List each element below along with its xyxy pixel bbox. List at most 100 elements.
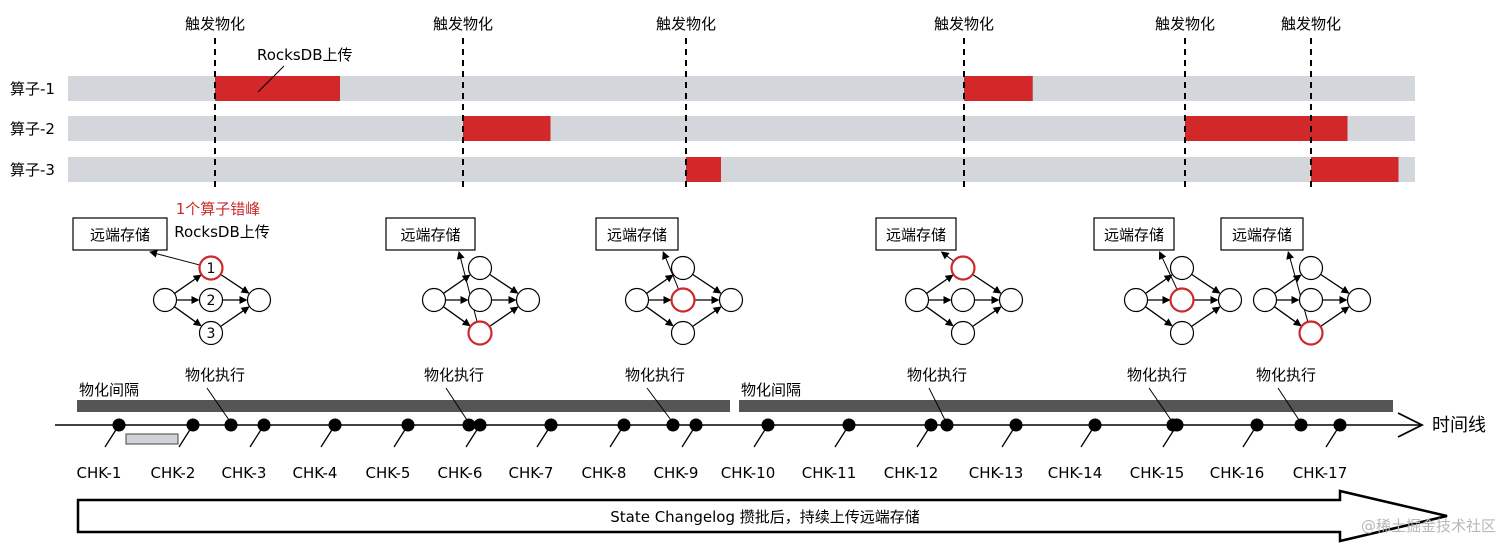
dag-node	[718, 287, 744, 313]
materialization-exec-pointer	[928, 387, 946, 421]
materialization-exec-pointer	[1148, 387, 1172, 421]
dag-diagrams: 1个算子错峰RocksDB上传远端存储123远端存储远端存储远端存储远端存储远端…	[72, 200, 1372, 346]
dag-edge	[925, 306, 954, 327]
operator-label: 算子-1	[10, 80, 55, 98]
checkpoint-label: CHK-9	[654, 464, 699, 482]
checkpoint-label: CHK-1	[77, 464, 122, 482]
dag-edge	[1144, 306, 1173, 327]
remote-storage-label: 远端存储	[886, 226, 946, 244]
timeline-label: 时间线	[1432, 415, 1486, 436]
upload-arrow	[940, 251, 955, 262]
dag-edge	[646, 274, 674, 294]
trigger-label: 触发物化	[185, 15, 245, 33]
remote-storage-label: 远端存储	[90, 226, 150, 244]
materialization-exec-dot	[666, 418, 680, 432]
stagger-note-upload: RocksDB上传	[174, 223, 270, 241]
checkpoint-label: CHK-12	[884, 464, 939, 482]
dag-node	[246, 287, 272, 313]
dag-node	[624, 287, 650, 313]
dag-node-highlighted	[1169, 287, 1195, 313]
upload-arrow	[149, 249, 201, 266]
dag-diagram: 远端存储	[875, 217, 1024, 346]
operator-track	[68, 157, 1415, 182]
dag-edge	[645, 306, 674, 327]
checkpoint-tick	[1325, 424, 1341, 448]
remote-storage-label: 远端存储	[607, 226, 667, 244]
upload-label: RocksDB上传	[257, 46, 353, 64]
checkpoint-label: CHK-15	[1130, 464, 1185, 482]
trigger-lines: 触发物化触发物化触发物化触发物化触发物化触发物化	[185, 15, 1341, 190]
checkpoint-tick	[249, 424, 265, 448]
dag-node-label: 1	[207, 261, 216, 277]
checkpoint-label: CHK-2	[151, 464, 196, 482]
remote-storage-box	[1220, 217, 1304, 251]
dag-node	[1252, 287, 1278, 313]
checkpoint-tick	[465, 424, 481, 448]
dag-node-label: 3	[207, 326, 216, 342]
operator-label: 算子-3	[10, 161, 55, 179]
dag-node	[904, 287, 930, 313]
materialization-exec-label: 物化执行	[424, 366, 484, 384]
checkpoint-label: CHK-17	[1293, 464, 1348, 482]
materialization-exec-pointer	[1277, 387, 1300, 421]
checkpoint-label: CHK-16	[1210, 464, 1265, 482]
dag-node	[1169, 255, 1195, 281]
checkpoint-label: CHK-4	[293, 464, 338, 482]
upload-pointer	[257, 65, 285, 93]
changelog-label: State Changelog 攒批后，持续上传远端存储	[610, 508, 920, 526]
dag-edge	[220, 306, 250, 328]
checkpoint-label: CHK-10	[721, 464, 776, 482]
materialization-exec-label: 物化执行	[625, 366, 685, 384]
dag-edge	[972, 273, 1002, 294]
rocksdb-upload-block	[215, 76, 340, 101]
checkpoint-tick	[536, 424, 552, 448]
dag-node	[421, 287, 447, 313]
dag-diagram: 远端存储	[1093, 217, 1243, 346]
dag-diagram: 远端存储	[385, 217, 541, 346]
materialization-exec-dot	[224, 418, 238, 432]
dag-diagram: 远端存储 1 2 3	[72, 217, 272, 346]
checkpoint-label: CHK-5	[366, 464, 411, 482]
dag-node	[950, 320, 976, 346]
checkpoint-tick	[753, 424, 769, 448]
dag-edge	[692, 306, 722, 328]
dag-node-highlighted	[670, 287, 696, 313]
trigger-label: 触发物化	[1281, 15, 1341, 33]
dag-node	[467, 255, 493, 281]
trigger-label: 触发物化	[433, 15, 493, 33]
remote-storage-label: 远端存储	[1104, 226, 1164, 244]
dag-node	[198, 287, 224, 313]
materialization-exec-dot	[1294, 418, 1308, 432]
watermark: @稀土掘金技术社区	[1361, 517, 1496, 535]
dag-edge	[174, 274, 202, 294]
dag-edge	[173, 306, 202, 327]
dag-node-label: 2	[207, 293, 216, 309]
checkpoint-tick	[393, 424, 409, 448]
remote-storage-box	[385, 217, 476, 251]
checkpoint-label: CHK-3	[222, 464, 267, 482]
checkpoint-label: CHK-11	[802, 464, 857, 482]
checkpoint-progress-bar	[125, 433, 179, 445]
rocksdb-upload-block	[964, 76, 1033, 101]
dag-node-highlighted	[198, 255, 224, 281]
dag-node-highlighted	[950, 255, 976, 281]
upload-arrow	[662, 251, 680, 290]
dag-node	[998, 287, 1024, 313]
materialization-exec-pointer	[445, 387, 468, 421]
checkpoint-label: CHK-7	[509, 464, 554, 482]
checkpoint-tick	[916, 424, 932, 448]
materialization-exec-label: 物化执行	[1127, 366, 1187, 384]
rocksdb-upload-block	[1311, 157, 1399, 182]
dag-node	[198, 320, 224, 346]
dag-edge	[1320, 273, 1350, 294]
materialization-interval-label: 物化间隔	[741, 381, 801, 399]
dag-edge	[442, 306, 471, 327]
checkpoint-label: CHK-8	[582, 464, 627, 482]
dag-node	[1346, 287, 1372, 313]
dag-node	[1298, 287, 1324, 313]
materialization-interval-band	[77, 400, 730, 412]
rocksdb-upload-block	[686, 157, 721, 182]
dag-diagram: 远端存储	[595, 217, 744, 346]
